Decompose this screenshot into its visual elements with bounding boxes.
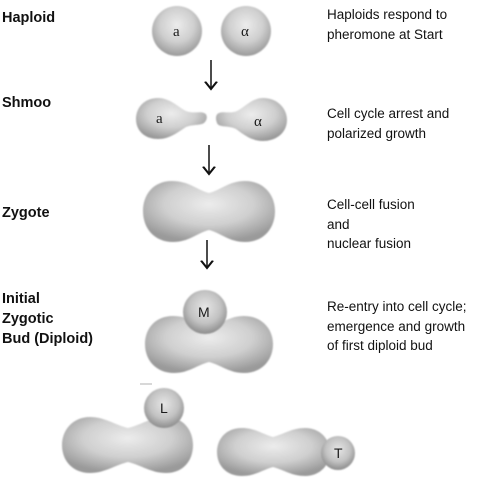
- description-initial-zygotic-bud: Re-entry into cell cycle; emergence and …: [327, 297, 467, 356]
- description-line: pheromone at Start: [327, 26, 443, 42]
- stage-label-zygote: Zygote: [2, 205, 50, 221]
- shmoo-alpha-cell: [215, 98, 287, 141]
- stage-label-line: Bud (Diploid): [2, 331, 94, 347]
- description-line: and: [327, 216, 350, 232]
- zygote-cell: [143, 181, 275, 242]
- haploid-alpha-cell: [221, 6, 271, 56]
- bud-l-cell: [144, 388, 184, 428]
- shmoo-a-cell: [136, 98, 207, 139]
- bud-t-cell: [321, 436, 355, 470]
- bud-m-cell: [183, 290, 227, 334]
- description-line: nuclear fusion: [327, 236, 412, 251]
- stage-label-haploid: Haploid: [2, 10, 56, 26]
- stage-label-line: Initial: [2, 291, 40, 307]
- shmoo-alpha-label: α: [254, 114, 262, 130]
- description-shmoo: Cell cycle arrest and polarized growth: [327, 104, 449, 143]
- shmoo-a-label: a: [156, 111, 163, 127]
- description-haploid: Haploids respond to pheromone at Start: [327, 5, 447, 44]
- description-line: polarized growth: [327, 125, 427, 141]
- description-line: of first diploid bud: [327, 338, 433, 353]
- haploid-a-cell: [152, 6, 202, 56]
- description-line: emergence and growth: [327, 318, 466, 334]
- description-zygote: Cell-cell fusion and nuclear fusion: [327, 195, 415, 254]
- bottom-right-zygote-cell: [217, 428, 330, 476]
- bud-zygote-cell: [145, 316, 273, 373]
- bud-m-label: M: [198, 304, 210, 320]
- stage-label-initial-zygotic-bud: Initial Zygotic Bud (Diploid): [2, 289, 93, 349]
- bud-t-label: T: [334, 445, 343, 461]
- bud-l-label: L: [160, 400, 168, 416]
- description-line: Re-entry into cell cycle;: [327, 299, 467, 314]
- stage-label-line: Zygotic: [2, 311, 54, 327]
- bottom-left-zygote-cell: [62, 417, 193, 473]
- haploid-alpha-label: α: [241, 24, 249, 40]
- stage-label-shmoo: Shmoo: [2, 95, 52, 111]
- description-line: Cell cycle arrest and: [327, 106, 450, 121]
- description-line: Cell-cell fusion: [327, 197, 415, 212]
- haploid-a-label: a: [173, 24, 180, 40]
- description-line: Haploids respond to: [327, 7, 448, 22]
